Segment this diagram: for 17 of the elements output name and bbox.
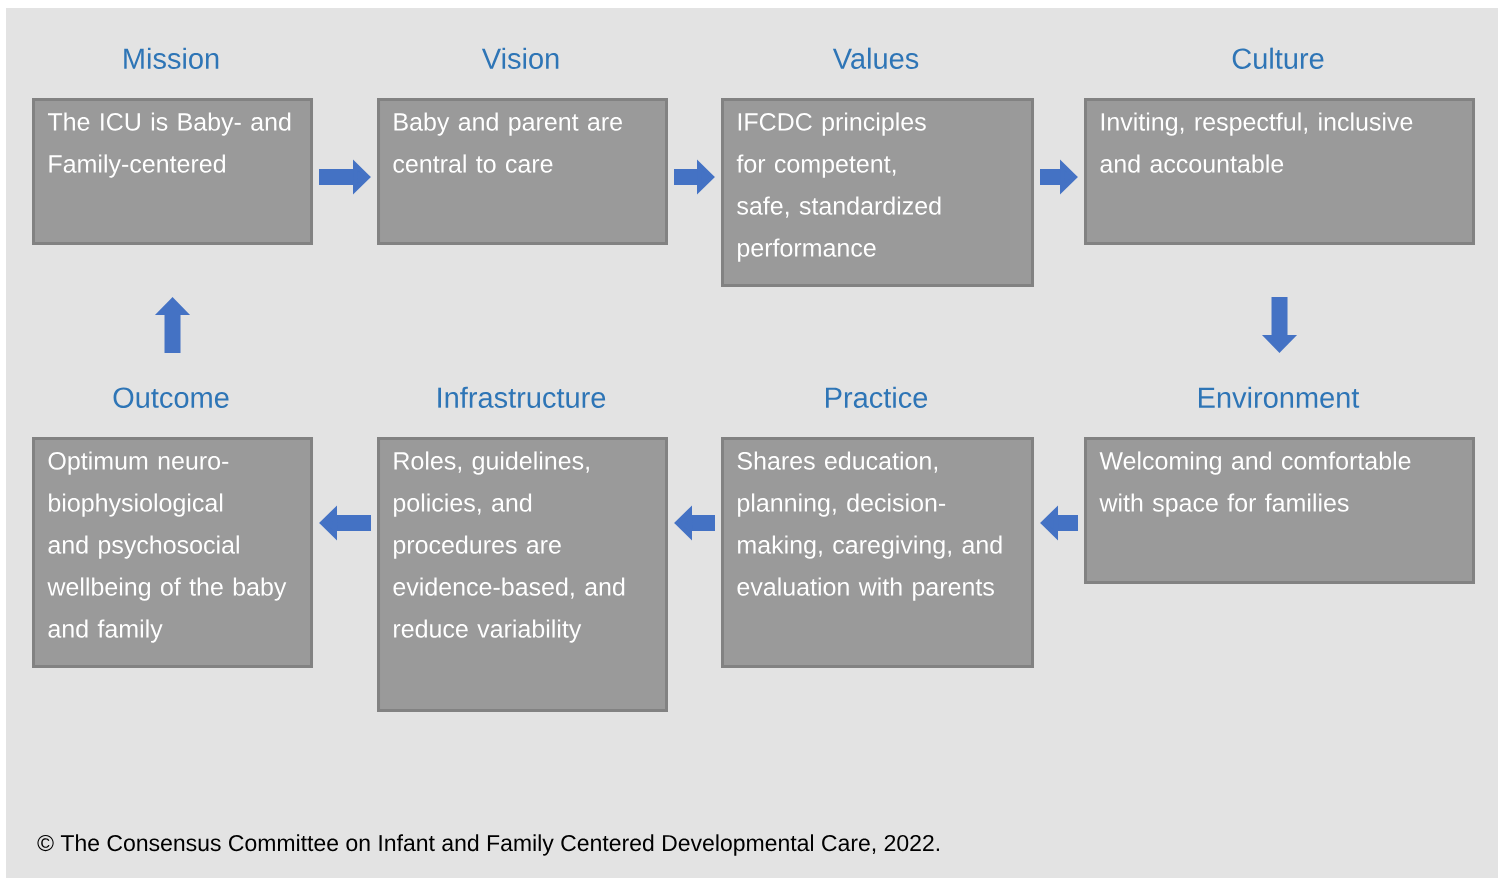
text-box: Shares education, planning, decision-making, caregiving, and evaluation with parents (721, 437, 1034, 668)
heading: Practice (826, 386, 928, 408)
heading: Outcome (113, 387, 229, 408)
heading: Vision (481, 47, 559, 69)
text-box: Inviting, respectful, inclusive and accountable (1084, 98, 1475, 245)
heading: Values (832, 47, 919, 69)
heading: Culture (1232, 47, 1324, 69)
heading: Infrastructure (438, 386, 606, 408)
heading: Mission (124, 47, 219, 69)
text-box: Welcoming and comfortable with space for families (1084, 437, 1475, 584)
text-box: The ICU is Baby- and Family-centered (32, 98, 313, 245)
heading: Environment (1199, 386, 1360, 408)
caption: © The Consensus Committee on Infant and Family Centered Developmental Care, 2022. (37, 834, 940, 856)
text-box: Baby and parent are central to care (377, 98, 668, 245)
text-box: Roles, guidelines, policies, and procedures are evidence-based, and reduce variability (377, 437, 668, 712)
text-box: IFCDC principles for competent, safe, standardized performance (721, 98, 1034, 287)
text-box: Optimum neuro-biophysiological and psychosocial wellbeing of the baby and family (32, 437, 313, 668)
